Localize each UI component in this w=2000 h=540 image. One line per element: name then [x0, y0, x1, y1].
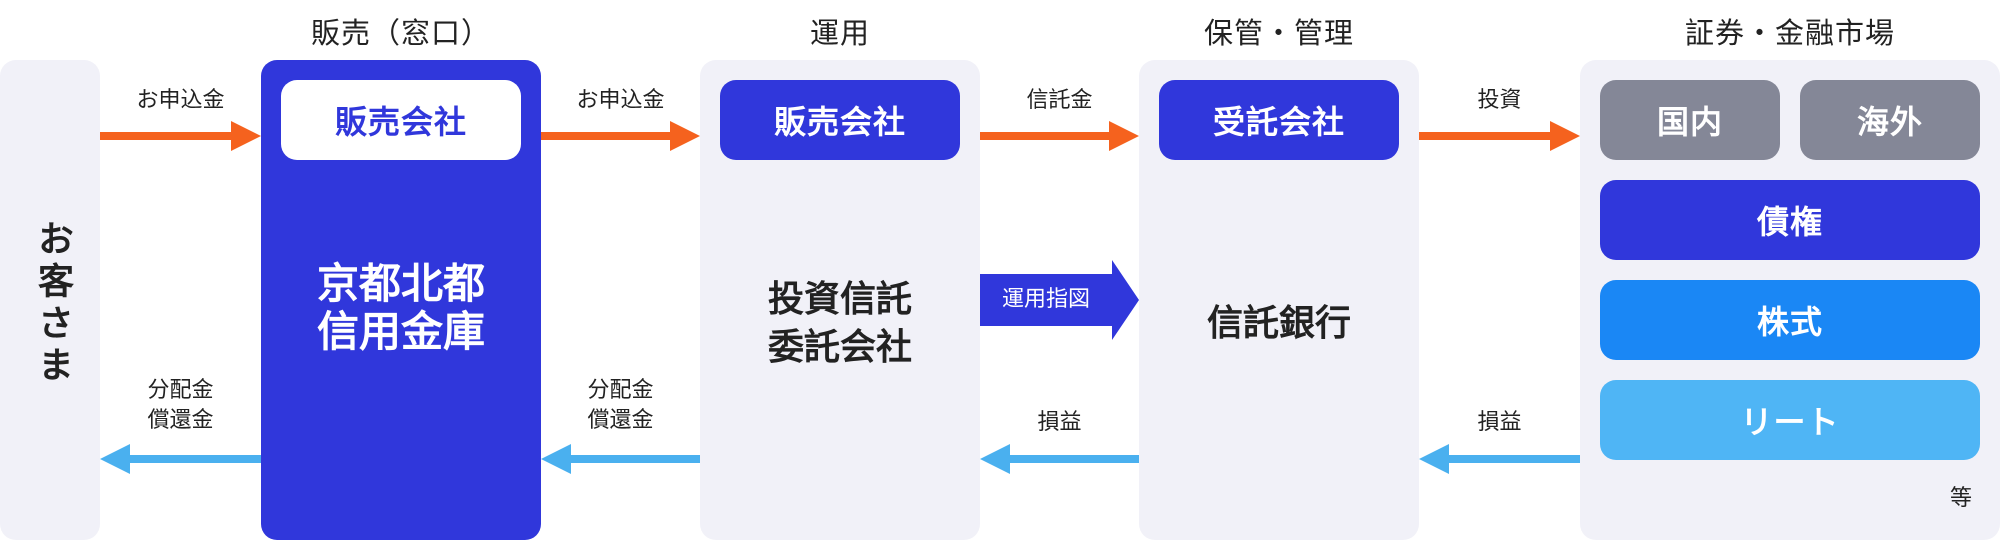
header-sales: 販売（窓口） [310, 16, 491, 50]
arrow-instruction [980, 260, 1139, 340]
etc-label: 等 [1950, 486, 1973, 511]
customer-panel: お客さま [0, 60, 100, 540]
custody-panel: 受託会社 信託銀行 [1139, 60, 1419, 540]
custody-bank-name: 信託銀行 [1206, 303, 1351, 344]
reit-pill: リート [1600, 380, 1980, 460]
arrow-forward-4 [1419, 121, 1580, 151]
sales-name-line2: 信用金庫 [316, 307, 485, 356]
header-markets: 証券・金融市場 [1684, 16, 1895, 50]
flow-label-distribution-1: 分配金 償還金 [100, 376, 261, 436]
management-company-name: 投資信託 委託会社 [700, 276, 980, 372]
flow-label-application-2: お申込金 [576, 88, 665, 113]
distribution-1-line1: 分配金 [147, 378, 214, 403]
domestic-pill: 国内 [1600, 80, 1780, 160]
header-management: 運用 [809, 16, 870, 50]
distribution-2-line1: 分配金 [587, 378, 654, 403]
bonds-pill: 債権 [1600, 180, 1980, 260]
arrow-return-1 [100, 444, 261, 474]
management-name-line2: 委託会社 [767, 327, 912, 368]
foreign-pill: 海外 [1800, 80, 1980, 160]
flow-label-profit-loss-1: 損益 [1037, 410, 1082, 435]
flow-label-investment: 投資 [1477, 88, 1522, 113]
flow-label-application-1: お申込金 [136, 88, 225, 113]
arrow-return-3 [980, 444, 1139, 474]
flow-label-profit-loss-2: 損益 [1477, 410, 1522, 435]
management-panel: 販売会社 投資信託 委託会社 [700, 60, 980, 540]
distribution-1-line2: 償還金 [147, 408, 214, 433]
arrow-forward-3 [980, 121, 1139, 151]
arrow-forward-1 [100, 121, 261, 151]
market-panel: 国内 海外 債権 株式 リート 等 [1580, 60, 2000, 540]
instruction-label: 運用指図 [1001, 287, 1090, 312]
stocks-pill: 株式 [1600, 280, 1980, 360]
distribution-2-line2: 償還金 [587, 408, 654, 433]
management-pill: 販売会社 [720, 80, 960, 160]
management-name-line1: 投資信託 [767, 279, 912, 320]
header-custody: 保管・管理 [1203, 16, 1354, 50]
arrow-return-2 [541, 444, 700, 474]
custody-pill: 受託会社 [1159, 80, 1399, 160]
sales-panel: 販売会社 京都北都 信用金庫 [261, 60, 541, 540]
sales-name-line1: 京都北都 [316, 259, 485, 308]
flow-label-distribution-2: 分配金 償還金 [541, 376, 700, 436]
sales-company-name: 京都北都 信用金庫 [261, 260, 541, 356]
customer-label: お客さま [32, 220, 73, 388]
flow-label-trust-money: 信託金 [1026, 88, 1093, 113]
arrow-return-4 [1419, 444, 1580, 474]
sales-company-pill: 販売会社 [281, 80, 521, 160]
arrow-forward-2 [541, 121, 700, 151]
